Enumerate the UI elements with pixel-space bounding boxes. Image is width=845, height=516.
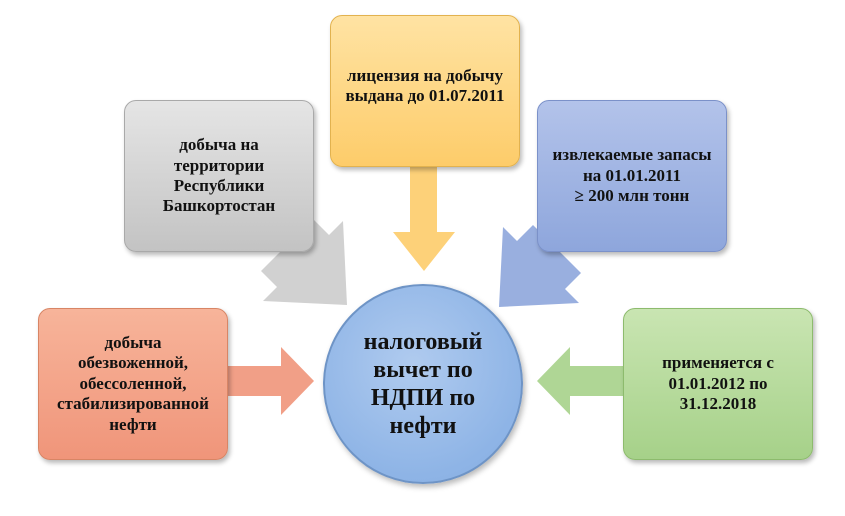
node-license: лицензия на добычу выдана до 01.07.2011 xyxy=(330,15,520,167)
center-node-tax-deduction: налоговый вычет по НДПИ по нефти xyxy=(323,284,523,484)
node-reserves: извлекаемые запасы на 01.01.2011 ≥ 200 м… xyxy=(537,100,727,252)
node-territory: добыча на территории Республики Башкорто… xyxy=(124,100,314,252)
arrow-top-right xyxy=(499,225,581,307)
arrow-right xyxy=(537,347,623,415)
arrow-left xyxy=(228,347,314,415)
node-oil-quality: добыча обезвоженной, обессоленной, стаби… xyxy=(38,308,228,460)
arrow-top xyxy=(393,167,455,271)
node-period: применяется с 01.01.2012 по 31.12.2018 xyxy=(623,308,813,460)
arrow-top-left xyxy=(261,219,347,305)
